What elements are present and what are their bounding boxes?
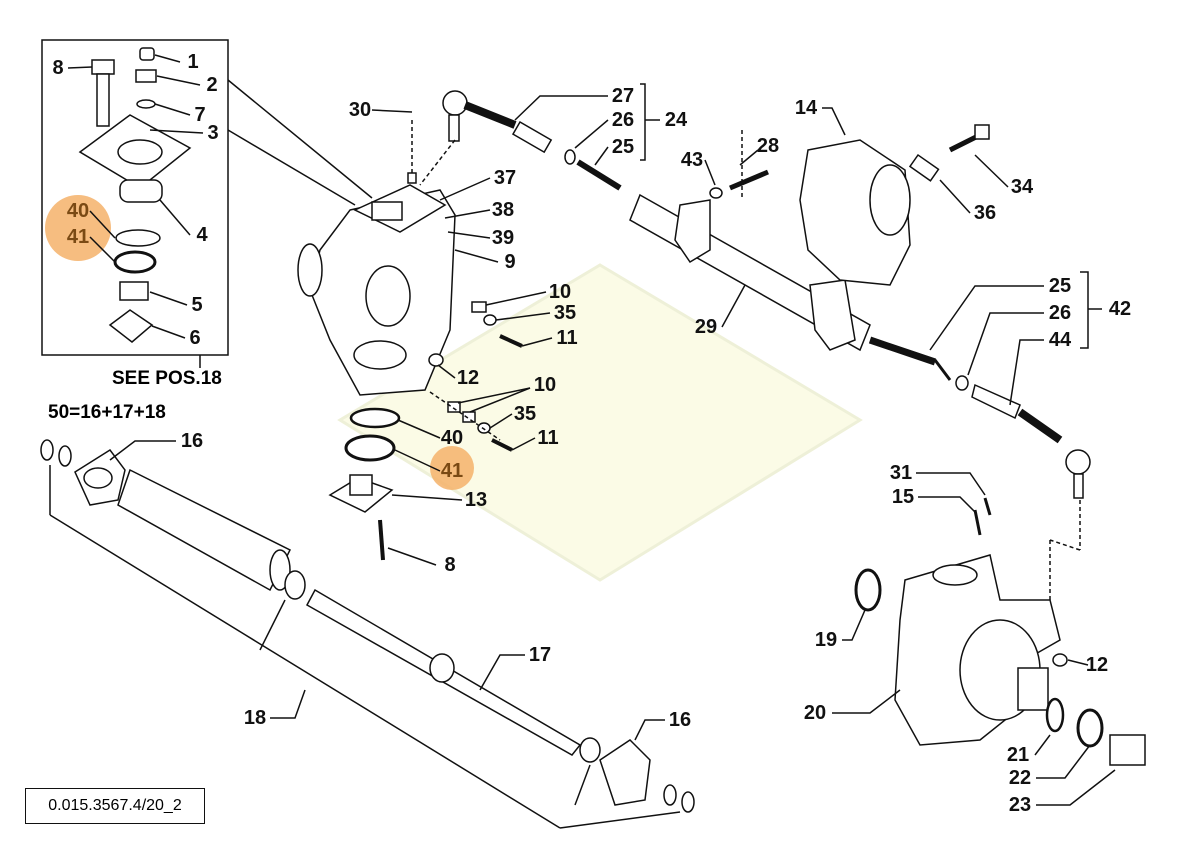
seal-40 <box>349 407 401 429</box>
callout: 22 <box>1008 767 1032 789</box>
inset-leader-lines <box>67 54 204 339</box>
callout: 25 <box>611 136 635 158</box>
callout: 12 <box>456 367 480 389</box>
callout: 9 <box>504 251 516 273</box>
callout: 18 <box>243 707 267 729</box>
callout: 25 <box>1048 275 1072 297</box>
callout: 30 <box>348 99 372 121</box>
callout: 27 <box>611 85 635 107</box>
callout: 20 <box>803 702 827 724</box>
callout: 16 <box>180 430 204 452</box>
callout: 7 <box>194 104 206 126</box>
callout-highlighted: 40 <box>66 200 90 222</box>
callout: 42 <box>1108 298 1132 320</box>
callout: 28 <box>756 135 780 157</box>
callout: 40 <box>440 427 464 449</box>
assembly-formula: 50=16+17+18 <box>48 402 166 423</box>
callout: 15 <box>891 486 915 508</box>
callout: 21 <box>1006 744 1030 766</box>
inset-box <box>41 39 229 356</box>
tie-rod-assembly <box>442 90 1091 499</box>
callout: 34 <box>1010 176 1034 198</box>
highlight-40-41-inset <box>45 195 111 261</box>
callout: 24 <box>664 109 688 131</box>
callout: 31 <box>889 462 913 484</box>
callout: 3 <box>207 122 219 144</box>
callout: 5 <box>191 294 203 316</box>
callout: 8 <box>444 554 456 576</box>
reference-code-box: 0.015.3567.4/20_2 <box>25 788 205 824</box>
knuckle-20 <box>854 497 1146 766</box>
callout: 12 <box>1085 654 1109 676</box>
callout: 39 <box>491 227 515 249</box>
callout: 16 <box>668 709 692 731</box>
callout: 19 <box>814 629 838 651</box>
callout: 26 <box>611 109 635 131</box>
callout: 43 <box>680 149 704 171</box>
callout: 36 <box>973 202 997 224</box>
callout: 23 <box>1008 794 1032 816</box>
see-position-note: SEE POS.18 <box>112 368 222 389</box>
callout: 11 <box>556 327 578 349</box>
callout: 10 <box>533 374 557 396</box>
callout: 10 <box>548 281 572 303</box>
highlight-41 <box>430 446 474 490</box>
callout: 17 <box>528 644 552 666</box>
callout: 38 <box>491 199 515 221</box>
callout: 13 <box>464 489 488 511</box>
callout: 14 <box>794 97 818 119</box>
steering-housing <box>297 184 456 396</box>
callout: 44 <box>1048 329 1072 351</box>
callout: 6 <box>189 327 201 349</box>
callout: 37 <box>493 167 517 189</box>
callout: 1 <box>187 51 199 73</box>
bearing-41 <box>344 434 396 462</box>
bolts-10-35-11 <box>428 291 553 452</box>
callout: 4 <box>196 224 208 246</box>
callout: 26 <box>1048 302 1072 324</box>
callout: 8 <box>52 57 64 79</box>
callout: 35 <box>553 302 577 324</box>
callout-highlighted: 41 <box>66 226 90 248</box>
callout: 11 <box>537 427 559 449</box>
callout-highlighted: 41 <box>440 460 464 482</box>
axle-tube-assembly <box>40 439 695 813</box>
callout: 2 <box>206 74 218 96</box>
callout: 29 <box>694 316 718 338</box>
inset-parts <box>78 47 192 343</box>
callout: 35 <box>513 403 537 425</box>
